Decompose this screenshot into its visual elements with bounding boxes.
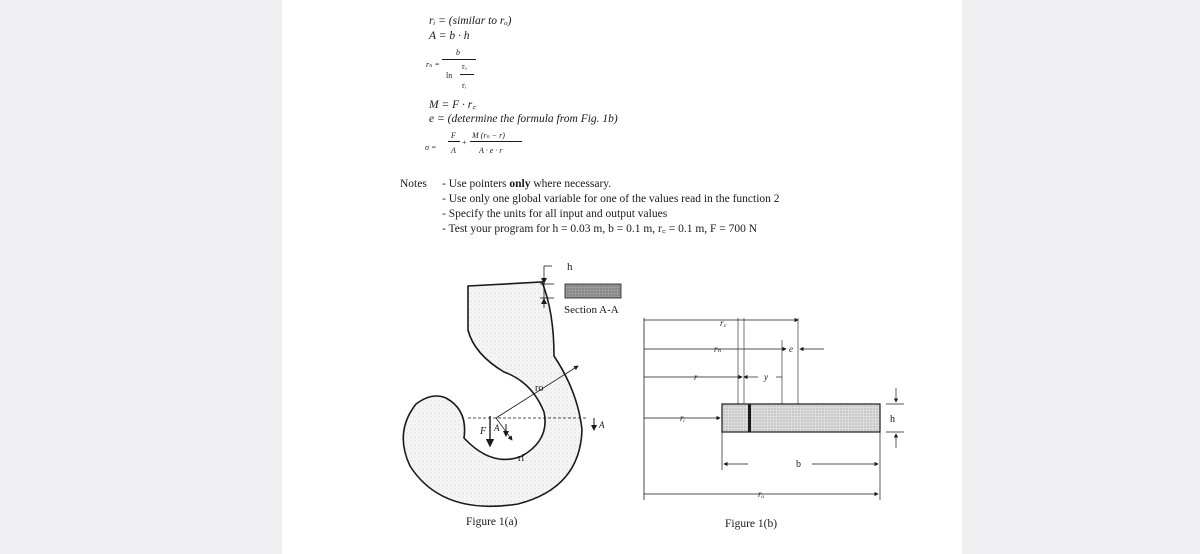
document-page: rᵢ = (similar to rₒ) A = b · h rₙ = b rₒ… — [282, 0, 962, 554]
section-bar — [564, 283, 622, 299]
b-label: b — [796, 459, 801, 470]
rn-lhs: rₙ = — [426, 60, 440, 69]
r-label: r — [694, 372, 698, 382]
a-label-left: A — [493, 423, 500, 433]
ro-label: ro — [535, 383, 543, 394]
ri-formula: rᵢ = (similar to rₒ) — [429, 15, 512, 27]
note-1-start: - Use pointers — [442, 178, 507, 190]
notes-label: Notes — [400, 178, 427, 190]
note-1-bold: only — [509, 178, 531, 190]
e-formula: e = (determine the formula from Fig. 1b) — [429, 113, 618, 125]
h-dim-label: h — [890, 414, 895, 425]
section-label: Section A-A — [564, 304, 619, 316]
ro-dim-label: rₒ — [758, 489, 765, 499]
hook-figure — [402, 265, 622, 508]
section-h-label: h — [567, 261, 573, 273]
rn-ln-den-num: rₒ — [462, 62, 467, 71]
ri-label: ri — [518, 453, 524, 464]
force-label: F — [479, 426, 487, 437]
sigma-m-bar — [470, 141, 522, 142]
cross-section-bar — [721, 403, 881, 433]
figure-1a-caption: Figure 1(a) — [466, 516, 518, 528]
sigma-m-num: M (rₙ − r) — [472, 131, 505, 140]
a-label-right: A — [598, 420, 605, 430]
note-line-3: - Specify the units for all input and ou… — [442, 208, 668, 220]
ro-arrow — [495, 365, 579, 419]
rn-ln: ln — [446, 71, 453, 80]
note-1-end: where necessary. — [533, 178, 612, 190]
area-formula: A = b · h — [429, 30, 470, 42]
rn-fraction-bar — [442, 59, 476, 60]
rn-ln-den-den: rᵢ — [462, 81, 466, 90]
ri-arrow — [495, 417, 513, 441]
figures-svg: h Section A-A ro ri F A A Figure 1(a) — [402, 261, 904, 530]
rc-label: r꜀ — [720, 318, 728, 328]
moment-formula: M = F · r꜀ — [429, 99, 477, 111]
e-label: e — [789, 344, 793, 354]
ri-dim-label: rᵢ — [680, 413, 686, 423]
note-line-2: - Use only one global variable for one o… — [442, 193, 780, 205]
sigma-m-den: A · e · r — [479, 146, 503, 155]
sigma-f-den: A — [451, 146, 456, 155]
sigma-plus: + — [462, 138, 467, 147]
sigma-f-num: F — [451, 131, 456, 140]
sigma-lhs: σ = — [425, 143, 437, 152]
y-label: y — [763, 372, 768, 382]
note-line-1: - Use pointers only where necessary. — [442, 178, 611, 191]
note-line-4: - Test your program for h = 0.03 m, b = … — [442, 223, 758, 235]
sigma-f-bar — [448, 141, 460, 142]
neutral-axis-mark — [748, 404, 751, 432]
rn-ln-fraction-bar — [460, 74, 474, 75]
dimension-diagram — [643, 317, 904, 500]
rn-numerator: b — [456, 48, 460, 57]
hook-shape — [402, 281, 583, 508]
figure-1b-caption: Figure 1(b) — [725, 518, 777, 530]
rn-label: rₙ — [714, 344, 722, 354]
